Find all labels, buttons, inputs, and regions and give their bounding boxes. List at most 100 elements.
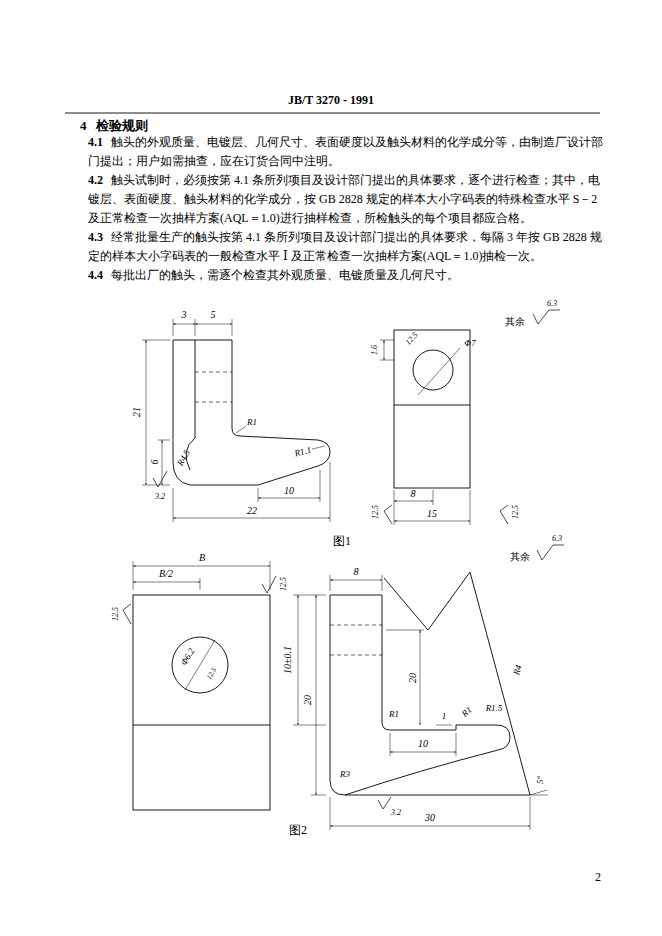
drawing-line bbox=[133, 561, 134, 590]
dimension-text: 10±0.1 bbox=[283, 646, 293, 674]
dimension-line bbox=[330, 826, 530, 827]
dimension-text: 5 bbox=[211, 310, 216, 320]
clause-paragraph: 4.2触头试制时，必须按第 4.1 条所列项目及设计部门提出的具体要求，逐个进行… bbox=[88, 171, 604, 228]
clause-number: 4.1 bbox=[88, 135, 103, 149]
dimension-text: 12.5 bbox=[372, 505, 380, 519]
dimension-line bbox=[195, 324, 232, 325]
drawing-line bbox=[195, 340, 196, 438]
dimension-text: 8 bbox=[354, 567, 359, 577]
section-heading: 4 bbox=[80, 119, 87, 132]
clause-text: 触头试制时，必须按第 4.1 条所列项目及设计部门提出的具体要求，逐个进行检查；… bbox=[88, 173, 600, 225]
dimension-line bbox=[420, 630, 421, 725]
drawing-line bbox=[133, 595, 270, 810]
drawing-line bbox=[195, 319, 196, 336]
dimension-text: R3 bbox=[340, 770, 350, 779]
dimension-line bbox=[390, 752, 456, 753]
hole-outline bbox=[413, 350, 453, 390]
roughness-symbol bbox=[153, 471, 167, 487]
header-rule bbox=[65, 113, 600, 114]
figure1-end-view bbox=[380, 330, 508, 525]
drawing-line bbox=[330, 625, 382, 626]
drawing-line bbox=[258, 488, 259, 502]
drawing-line bbox=[390, 733, 391, 756]
hole-outline bbox=[172, 637, 228, 693]
roughness-symbol bbox=[378, 797, 391, 809]
dimension-text: R1 bbox=[389, 710, 399, 719]
dimension-text: 3 bbox=[182, 310, 187, 320]
clause-paragraph: 4.3经常批量生产的触头按第 4.1 条所列项目及设计部门提出的具体要求，每隔 … bbox=[88, 228, 604, 266]
drawing-line bbox=[158, 440, 170, 441]
roughness-symbol bbox=[553, 545, 564, 546]
drawing-line bbox=[312, 446, 325, 449]
drawing-line bbox=[195, 402, 232, 403]
dimension-text: 6 bbox=[150, 460, 160, 465]
drawing-line bbox=[232, 319, 233, 336]
dimension-line bbox=[173, 518, 330, 519]
dimension-text: R1 bbox=[247, 418, 257, 427]
drawing-line bbox=[330, 655, 382, 656]
dimension-text: R1.1 bbox=[294, 445, 313, 458]
dimension-text: 5° bbox=[536, 776, 545, 784]
dimension-text: 3.2 bbox=[391, 809, 401, 817]
figure2-front-view bbox=[123, 561, 276, 810]
drawing-line bbox=[330, 797, 331, 830]
dimension-text: 12.5 bbox=[404, 331, 419, 347]
dimension-line bbox=[133, 582, 200, 583]
dimension-text: Φ7 bbox=[464, 339, 475, 348]
clause-number: 4.2 bbox=[88, 173, 103, 187]
dimension-line bbox=[162, 440, 163, 485]
drawing-line bbox=[530, 790, 547, 795]
drawing-line bbox=[173, 340, 330, 485]
roughness-symbol bbox=[123, 604, 131, 624]
drawing-line bbox=[386, 630, 424, 631]
drawing-line bbox=[394, 405, 470, 406]
clause-text: 4.1触头的外观质量、电镀层、几何尺寸、表面硬度以及触头材料的化学成分等，由制造… bbox=[88, 133, 604, 285]
roughness-symbol bbox=[500, 505, 508, 524]
roughness-note: 其余 bbox=[510, 552, 530, 562]
dimension-line bbox=[330, 580, 382, 581]
drawing-line bbox=[530, 795, 548, 796]
drawing-line bbox=[330, 575, 331, 591]
dimension-text: 12.5 bbox=[112, 607, 120, 621]
clause-paragraph: 4.4每批出厂的触头，需逐个检查其外观质量、电镀质量及几何尺寸。 bbox=[88, 266, 604, 285]
dimension-text: 10 bbox=[284, 486, 294, 496]
dimension-text: 22 bbox=[247, 506, 257, 516]
dimension-text: 6.3 bbox=[552, 535, 562, 543]
dimension-text: R1 bbox=[460, 705, 473, 718]
drawing-line bbox=[433, 490, 434, 505]
drawing-line bbox=[470, 490, 471, 525]
dimension-text: 1.6 bbox=[371, 345, 379, 355]
drawing-line bbox=[173, 488, 174, 522]
drawing-line bbox=[380, 360, 394, 361]
dimension-line bbox=[146, 340, 147, 485]
clause-text: 触头的外观质量、电镀层、几何尺寸、表面硬度以及触头材料的化学成分等，由制造厂设计… bbox=[88, 135, 603, 168]
dimension-text: 20 bbox=[303, 695, 313, 705]
dimension-line bbox=[394, 501, 433, 502]
running-header: JB/T 3270 - 1991 bbox=[288, 94, 374, 106]
drawing-line bbox=[382, 575, 383, 591]
drawing-line bbox=[330, 595, 510, 795]
dimension-text: Φ6.2 bbox=[179, 647, 196, 667]
dimension-line bbox=[298, 595, 299, 725]
drawing-line bbox=[530, 797, 531, 830]
dimension-text: 10 bbox=[418, 739, 428, 749]
drawing-line bbox=[345, 572, 530, 795]
dimension-text: 1 bbox=[442, 712, 447, 721]
figure-caption: 图1 bbox=[333, 535, 351, 547]
figure-caption: 图2 bbox=[289, 824, 307, 836]
dimension-line bbox=[173, 324, 195, 325]
section-heading: 检验规则 bbox=[96, 119, 148, 132]
drawing-line bbox=[133, 725, 270, 726]
dimension-text: 6.3 bbox=[547, 300, 557, 308]
dimension-line bbox=[384, 340, 385, 360]
drawing-line bbox=[195, 372, 232, 373]
dimension-text: 8 bbox=[411, 489, 416, 499]
drawing-line bbox=[320, 470, 321, 502]
dimension-text: R4.5 bbox=[176, 448, 192, 467]
drawing-line bbox=[380, 340, 394, 341]
drawing-line bbox=[311, 795, 326, 796]
drawing-line bbox=[173, 319, 174, 336]
roughness-note: 其余 bbox=[505, 317, 525, 327]
roughness-symbol bbox=[533, 310, 549, 324]
